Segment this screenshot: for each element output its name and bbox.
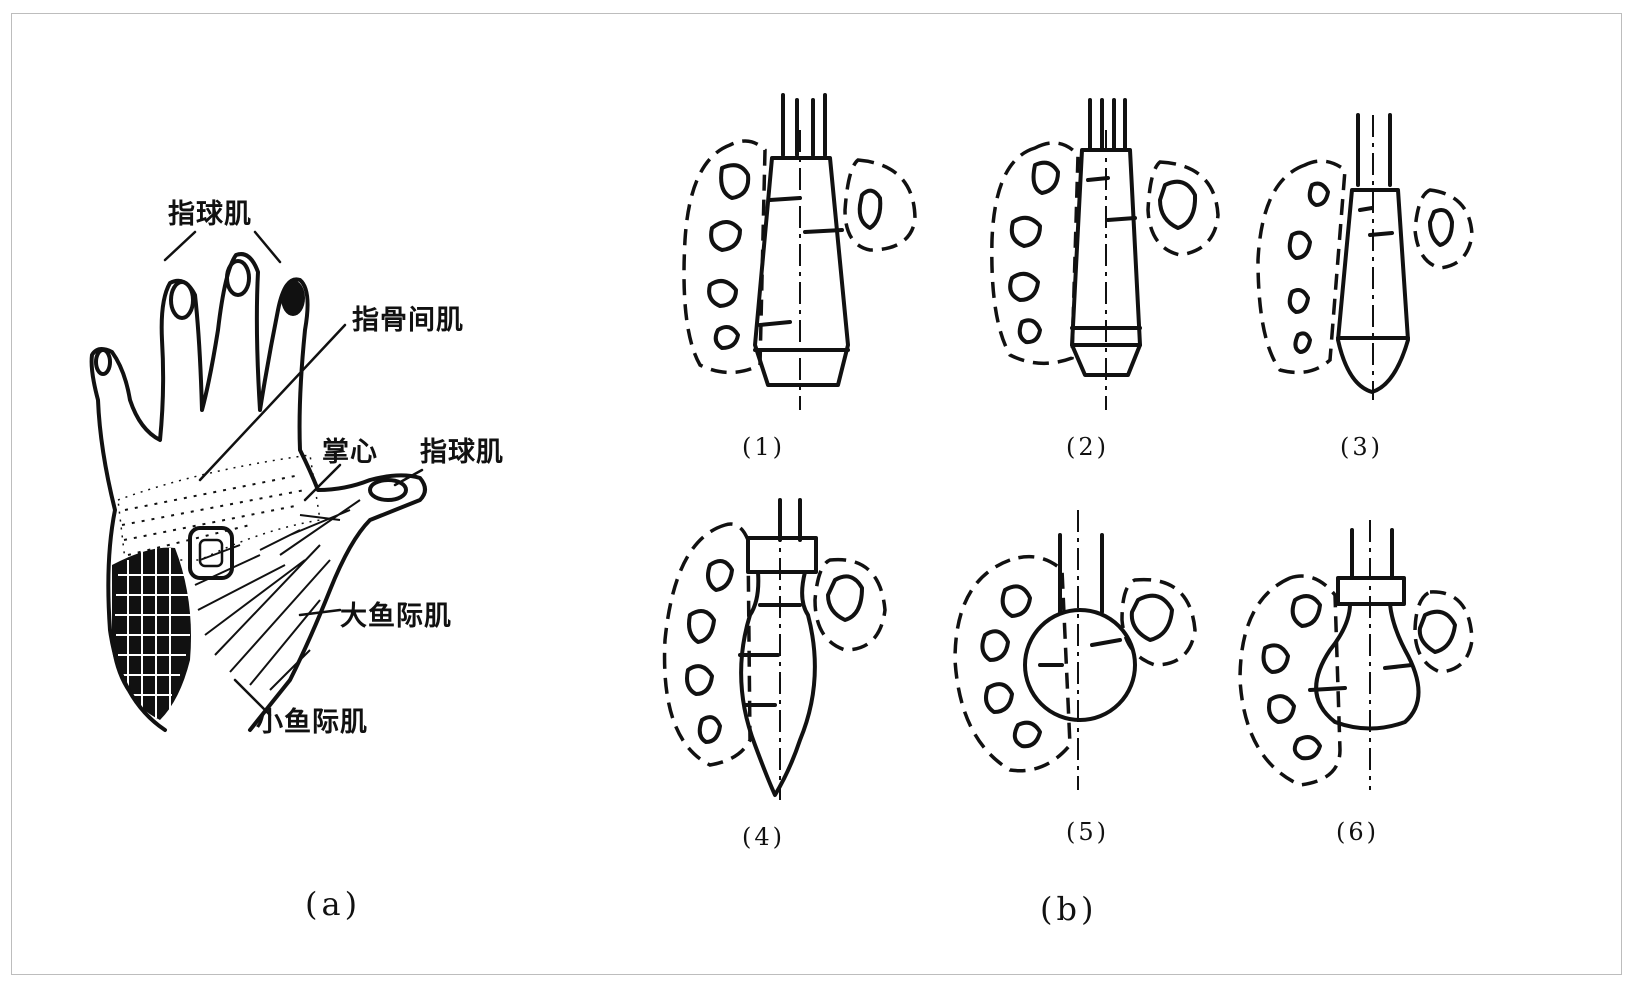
label-interosseous: 指骨间肌 xyxy=(352,298,464,337)
palm-dotted-region xyxy=(118,455,320,560)
shape-1 xyxy=(684,95,915,410)
shape-3 xyxy=(1258,115,1472,400)
label-thenar: 大鱼际肌 xyxy=(340,594,452,633)
shape-label-2: (2) xyxy=(1066,433,1109,461)
shape-4 xyxy=(665,500,885,800)
label-finger-pad-top: 指球肌 xyxy=(168,192,252,231)
caption-b: (b) xyxy=(1040,890,1097,928)
shape-label-3: (3) xyxy=(1340,433,1383,461)
shape-label-6: (6) xyxy=(1336,818,1379,846)
label-finger-pad-thumb: 指球肌 xyxy=(420,430,504,469)
finger-pad-middle xyxy=(227,261,249,295)
finger-pad-little xyxy=(96,350,110,374)
caption-a: (a) xyxy=(305,885,361,923)
label-palm-center: 掌心 xyxy=(322,430,378,469)
shape-label-1: (1) xyxy=(742,433,785,461)
label-hypothenar: 小鱼际肌 xyxy=(256,700,368,739)
hypothenar-hatched-region xyxy=(112,548,192,720)
finger-pad-index xyxy=(171,282,193,318)
shape-label-5: (5) xyxy=(1066,818,1109,846)
finger-pad-ring xyxy=(281,280,305,316)
shape-6 xyxy=(1240,520,1472,790)
shape-2 xyxy=(992,100,1218,410)
shape-5 xyxy=(955,510,1195,790)
shape-label-4: (4) xyxy=(742,823,785,851)
